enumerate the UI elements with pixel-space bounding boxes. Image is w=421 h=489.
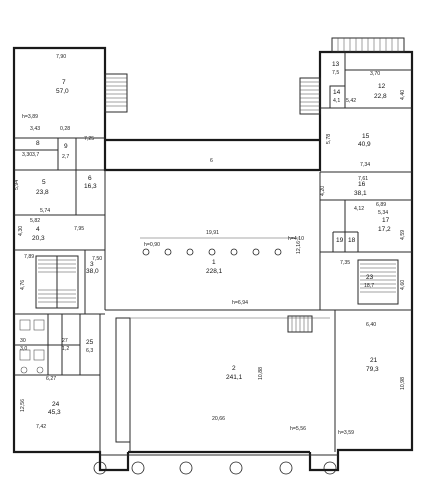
dim-5-42: 5,42 [346,98,356,104]
dim-4-40: 4,40 [400,90,406,100]
room-27-num: 27 [62,338,68,344]
dim-7-90: 7,90 [56,54,66,60]
dim-4-59: 4,59 [400,230,406,240]
dim-5-34: 5,34 [378,210,388,216]
dim-h-5-56: h=5,56 [290,426,306,432]
dim-7-95: 7,95 [74,226,84,232]
room-12-area: 22,8 [374,93,387,100]
room-15-area: 40,9 [358,141,371,148]
room-2-area: 241,1 [226,374,243,381]
dim-h-6-94: h=6,94 [232,300,248,306]
room-16-area: 38,1 [354,190,367,197]
room-3-area: 38,0 [86,268,99,275]
room-30-num: 30 [20,338,26,344]
dim-3-30: 3,30 [22,152,32,158]
room-21-num: 21 [370,357,378,364]
room-16-num: 16 [358,181,366,188]
room-23-area: 18,7 [364,283,374,289]
room-5-num: 5 [42,179,46,186]
room-25-area: 6,3 [86,348,93,354]
room-13-num: 13 [332,61,340,68]
central-hall [104,170,321,443]
room-30-area: 3,0 [20,346,27,352]
room-7-num: 7 [62,79,66,86]
room-17-num: 17 [382,217,390,224]
room-8-area: 3,7 [32,152,39,158]
room-21-area: 79,3 [366,366,379,373]
room-24-area: 45,3 [48,409,61,416]
room-12-num: 12 [378,83,386,90]
room-9-area: 2,7 [62,154,69,160]
dim-4-76: 4,76 [20,280,26,290]
dim-6-27: 6,27 [46,376,56,382]
dim-5-82: 5,82 [30,218,40,224]
room-14-area: 4,1 [333,98,340,104]
dim-7-25: 7,25 [84,136,94,142]
east-wing-partitions [320,52,412,452]
dim-4-20: 4,20 [320,186,326,196]
dim-h-3-89: h=3,89 [22,114,38,120]
room-2-num: 2 [232,365,236,372]
room-8-num: 8 [36,140,40,147]
room-18-num: 18 [348,237,356,244]
room-13-area: 7,5 [332,70,339,76]
dim-3-43: 3,43 [30,126,40,132]
room-19-num: 19 [336,237,344,244]
dim-7-34: 7,34 [360,162,370,168]
dim-7-50: 7,50 [92,256,102,262]
room-14-num: 14 [333,89,341,96]
dim-7-89: 7,89 [24,254,34,260]
dim-5-74: 5,74 [40,208,50,214]
room-24-num: 24 [52,401,60,408]
dim-20-66: 20,66 [212,416,225,422]
room-6-area: 16,3 [84,183,97,190]
room-4-num: 4 [36,226,40,233]
dim-4-60: 4,60 [400,280,406,290]
dim-12-56: 12,56 [20,399,26,412]
dim-7-35: 7,35 [340,260,350,266]
room-7-area: 57,0 [56,88,69,95]
dim-10-98: 10,98 [400,377,406,390]
dim-h-0-90: h=0,90 [144,242,160,248]
dim-5-94: 5,94 [14,180,20,190]
dimension-labels: 7,90 h=3,89 3,43 0,28 5,74 3,30 5,82 5,9… [14,54,406,436]
dim-6: 6 [210,158,213,164]
room-6-num: 6 [88,175,92,182]
dim-4-30: 4,30 [18,226,24,236]
dim-6-89: 6,89 [376,202,386,208]
room-27-area: 1,2 [62,346,69,352]
room-9-num: 9 [64,143,68,150]
dim-7-61: 7,61 [358,176,368,182]
portico-columns [93,461,337,475]
dim-h-3-59: h=3,59 [338,430,354,436]
dim-3-70: 3,70 [370,71,380,77]
room-4-area: 20,3 [32,235,45,242]
west-wing-partitions [14,137,105,452]
room-17-area: 17,2 [378,226,391,233]
west-stair-exterior [104,73,128,113]
room-5-area: 23,8 [36,189,49,196]
room-25-num: 25 [86,339,94,346]
room-1-area: 228,1 [206,268,223,275]
west-wing-wall [12,46,130,472]
dim-12-16: 12,16 [296,241,302,254]
room-labels: 7 57,0 8 3,7 9 2,7 5 23,8 6 16,3 4 20,3 … [20,61,391,416]
great-hall [129,317,330,452]
dim-5-78: 5,78 [326,134,332,144]
courtyard-wall [103,150,322,172]
room-23-num: 23 [366,274,374,281]
room-15-num: 15 [362,133,370,140]
dim-10-88: 10,88 [258,367,264,380]
dim-6-40: 6,40 [366,322,376,328]
east-wing-wall [308,50,414,472]
dim-7-42: 7,42 [36,424,46,430]
room-3-num: 3 [90,261,94,268]
dim-h-4-10: h=4,10 [288,236,304,242]
room-1-num: 1 [212,259,216,266]
dim-0-28: 0,28 [60,126,70,132]
dim-4-12: 4,12 [354,206,364,212]
dim-19-91: 19,91 [206,230,219,236]
east-stair-exterior [299,37,405,115]
